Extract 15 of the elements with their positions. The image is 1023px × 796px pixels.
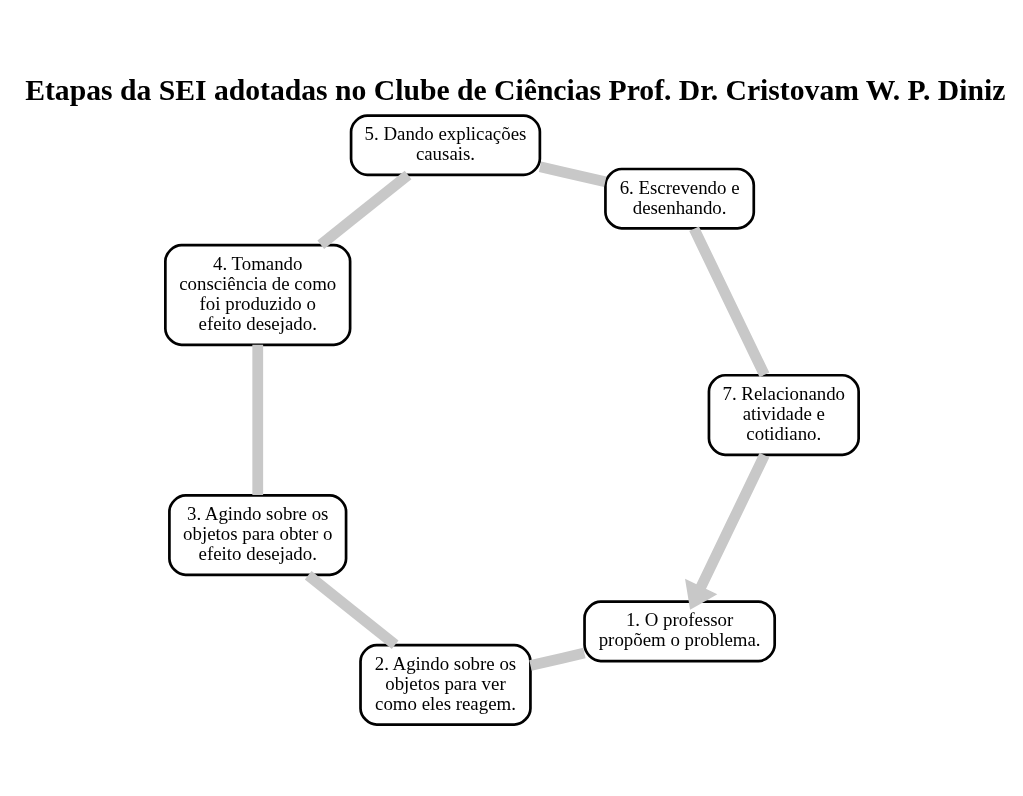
node-box: 4. Tomando consciência de como foi produzido o efeito desejado. — [163, 243, 351, 346]
connector — [538, 161, 606, 187]
node-box: 3. Agindo sobre os objetos para obter o efeito desejado. — [167, 493, 347, 576]
arrow — [684, 452, 769, 610]
connector — [688, 225, 769, 377]
connector — [528, 647, 586, 671]
node-box: 7. Relacionando atividade e cotidiano. — [707, 373, 860, 456]
connector — [251, 344, 263, 495]
node-box: 1. O professor propõem o problema. — [582, 599, 776, 662]
diagram-title: Etapas da SEI adotadas no Clube de Ciências Prof. Dr. Cristovam W. P. Diniz — [24, 73, 1005, 106]
node-box: 6. Escrevendo e desenhando. — [603, 167, 755, 230]
connector — [304, 570, 399, 649]
node-box: 5. Dando explicações causais. — [349, 113, 541, 176]
connector — [316, 170, 411, 249]
node-box: 2. Agindo sobre os objetos para ver como eles reagem. — [358, 643, 532, 726]
